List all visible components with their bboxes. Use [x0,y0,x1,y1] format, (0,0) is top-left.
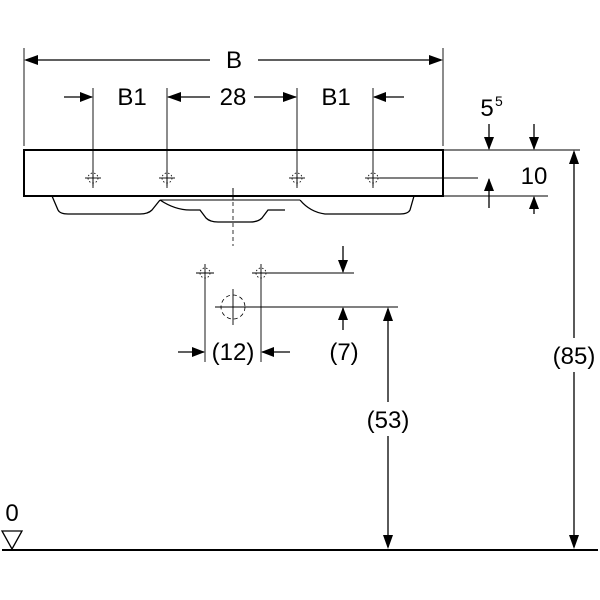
tap-hole-marker-2 [159,170,175,186]
tap-hole-marker-1 [85,170,101,186]
dimension-b: B [23,47,444,146]
dimension-85-label: (85) [553,343,596,370]
dimension-b-label: B [226,47,242,74]
basin-outline [23,149,444,246]
dimension-5-5-label: 5 [480,95,493,122]
dimension-b1-left-label: B1 [117,84,146,111]
waste-detail: (7) (12) [178,246,398,366]
tap-hole-spacing-dimensions: B1 28 B1 [64,84,404,188]
dimension-12-label: (12) [212,339,255,366]
dimension-7-label: (7) [329,339,358,366]
dimension-5-5-superscript: 5 [495,93,503,109]
dimension-53: (53) [367,307,410,549]
dimension-10-label: 10 [521,163,548,190]
rim-dimensions-right: 5 5 10 [380,93,580,214]
dimension-b1-right-label: B1 [321,84,350,111]
dimension-28-label: 28 [220,84,247,111]
dimension-85: (85) [553,150,596,549]
dimension-53-label: (53) [367,407,410,434]
floor-level: 0 [0,500,598,551]
floor-level-label: 0 [5,500,18,527]
tap-hole-marker-3 [289,170,305,186]
tap-hole-marker-4 [365,170,381,186]
waste-hole-marker-left [196,264,214,282]
